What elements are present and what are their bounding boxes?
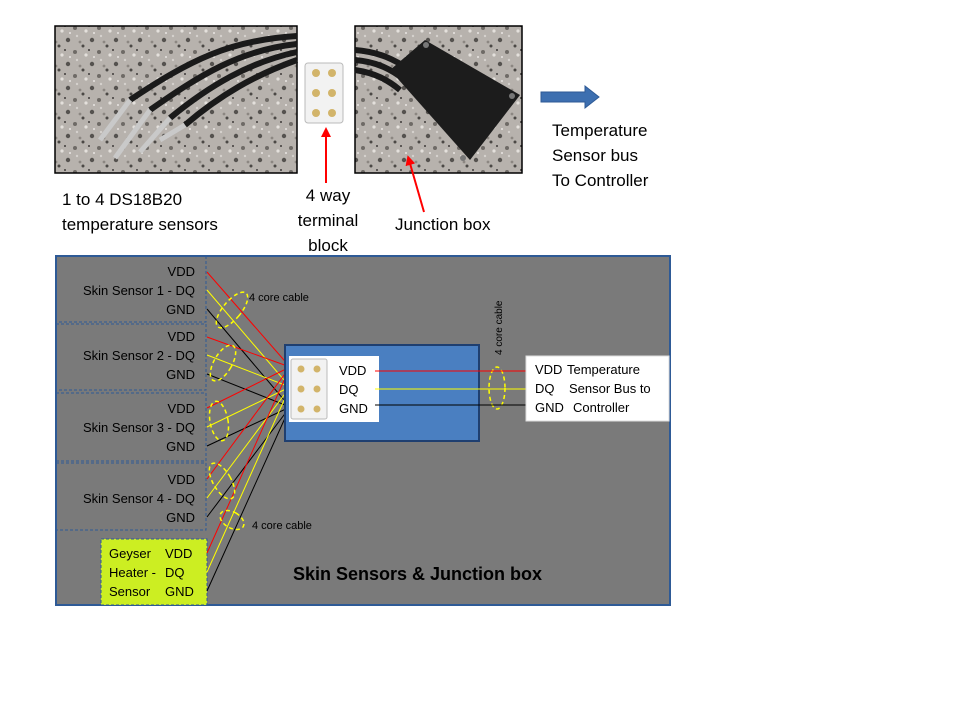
sensors-caption: 1 to 4 DS18B20 temperature sensors [62, 187, 218, 237]
sensor-2-gnd: GND [166, 367, 195, 382]
terminal-caption-line-1: 4 way [305, 186, 351, 205]
junction-pointer-arrow [405, 155, 425, 213]
junction-dq: DQ [339, 382, 359, 397]
bus-caption: Temperature Sensor bus To Controller [552, 118, 648, 193]
sensor-3-dq-row: Skin Sensor 3 - DQ [56, 418, 195, 437]
terminal-caption-line-2: terminal [297, 211, 359, 230]
sensor-3-gnd: GND [166, 439, 195, 454]
junction-box-photo [354, 25, 523, 174]
geyser-sensor-box [100, 538, 208, 606]
bus-caption-line-3: To Controller [552, 171, 649, 190]
terminal-block-icon [290, 358, 328, 420]
terminal-caption-line-3: block [308, 236, 348, 255]
geyser-vdd: VDD [165, 546, 193, 561]
geyser-line-2: Heater - [109, 565, 156, 580]
vertical-cable-label: 4 core cable [494, 300, 505, 355]
controller-line-2: Sensor Bus to [569, 381, 651, 396]
junction-caption: Junction box [395, 215, 491, 234]
geyser-row-3: Sensor GND [109, 582, 194, 601]
junction-vdd: VDD [339, 363, 367, 378]
sensor-4-labels: VDD Skin Sensor 4 - DQ GND [56, 470, 195, 527]
sensor-box-1 [55, 255, 207, 323]
controller-line-1: Temperature [567, 362, 640, 377]
controller-row-1: VDD Temperature [535, 360, 651, 379]
controller-gnd: GND [535, 400, 564, 415]
sensor-3-name: Skin Sensor 3 - [83, 420, 172, 435]
sensor-1-labels: VDD Skin Sensor 1 - DQ GND [56, 262, 195, 319]
bus-arrow-icon [540, 84, 600, 110]
sensor-1-dq: DQ [175, 283, 196, 298]
sensor-2-name: Skin Sensor 2 - [83, 348, 172, 363]
sensor-4-gnd: GND [166, 510, 195, 525]
bus-wires [375, 370, 527, 406]
terminal-caption: 4 way terminal block [288, 183, 368, 258]
sensor-4-vdd: VDD [167, 472, 195, 487]
sensors-caption-line-1: 1 to 4 DS18B20 [62, 190, 183, 209]
bus-caption-line-1: Temperature [552, 121, 648, 140]
sensor-1-dq-row: Skin Sensor 1 - DQ [56, 281, 195, 300]
geyser-dq: DQ [165, 565, 185, 580]
sensor-box-2 [55, 323, 207, 391]
controller-box [525, 355, 670, 422]
sensor-box-4 [55, 462, 207, 531]
sensor-1-gnd: GND [166, 302, 195, 317]
controller-dq: DQ [535, 381, 555, 396]
geyser-row-2: Heater - DQ [109, 563, 194, 582]
sensors-caption-line-2: temperature sensors [62, 215, 218, 234]
geyser-labels: Geyser VDD Heater - DQ Sensor GND [109, 544, 194, 601]
sensor-4-dq: DQ [175, 491, 196, 506]
sensor-3-vdd: VDD [167, 401, 195, 416]
terminal-block-photo [304, 62, 344, 124]
controller-line-3: Controller [573, 400, 630, 415]
sensor-2-vdd: VDD [167, 329, 195, 344]
controller-vdd: VDD [535, 362, 563, 377]
geyser-row-1: Geyser VDD [109, 544, 194, 563]
panel-title: Skin Sensors & Junction box [293, 564, 543, 584]
sensor-2-labels: VDD Skin Sensor 2 - DQ GND [56, 327, 195, 384]
geyser-gnd: GND [165, 584, 194, 599]
controller-labels: VDD Temperature DQ Sensor Bus to GND Contro… [535, 360, 651, 417]
sensor-3-labels: VDD Skin Sensor 3 - DQ GND [56, 399, 195, 456]
cable-label-bottom: 4 core cable [252, 520, 312, 532]
geyser-line-3: Sensor [109, 584, 151, 599]
cable-label-top: 4 core cable [249, 292, 309, 304]
sensor-wires [206, 271, 291, 592]
controller-row-3: GND Controller [535, 398, 651, 417]
sensors-photo [54, 25, 299, 174]
sensor-4-name: Skin Sensor 4 - [83, 491, 172, 506]
bus-caption-line-2: Sensor bus [552, 146, 638, 165]
geyser-line-1: Geyser [109, 546, 151, 561]
sensor-box-3 [55, 392, 207, 462]
sensor-2-dq: DQ [175, 348, 196, 363]
controller-row-2: DQ Sensor Bus to [535, 379, 651, 398]
sensor-1-vdd: VDD [167, 264, 195, 279]
sensor-1-name: Skin Sensor 1 - [83, 283, 172, 298]
junction-labels: VDD DQ GND [339, 361, 368, 418]
cable-ellipses [208, 291, 506, 531]
junction-gnd: GND [339, 401, 368, 416]
sensor-4-dq-row: Skin Sensor 4 - DQ [56, 489, 195, 508]
sensor-3-dq: DQ [175, 420, 196, 435]
sensor-2-dq-row: Skin Sensor 2 - DQ [56, 346, 195, 365]
